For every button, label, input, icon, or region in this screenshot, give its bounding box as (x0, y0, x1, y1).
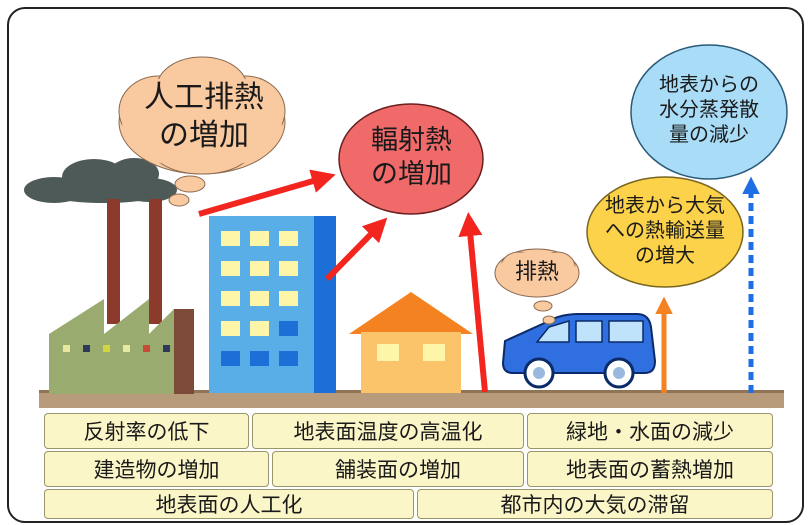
label-green-water-decrease: 緑地・水面の減少 (527, 413, 773, 449)
heat-transport-text: 地表から大気 への熱輸送量 の増大 (605, 193, 725, 267)
scene-illustration (24, 44, 788, 408)
car (501, 313, 657, 389)
smoke-cloud (24, 158, 177, 203)
heat-transport-ellipse (586, 176, 744, 288)
ground-strip (39, 390, 784, 408)
label-air-stagnation: 都市内の大気の滞留 (417, 489, 773, 519)
radiant-arrow-building-side (324, 217, 388, 282)
office-building (209, 216, 336, 393)
evaporation-text: 地表からの 水分蒸発散 量の減少 (659, 72, 759, 146)
exhaust-text: 排熱 (514, 260, 559, 285)
artificial-heat-text: 人工排熱 の増加 (144, 80, 264, 153)
label-reflectance-decrease: 反射率の低下 (44, 413, 249, 449)
radiant-heat-ellipse (338, 103, 484, 215)
evaporation-ellipse (630, 44, 788, 180)
radiant-heat-text: 輻射熱 の増加 (371, 125, 452, 190)
label-surface-temp-rise: 地表面温度の高温化 (252, 413, 524, 449)
house (349, 292, 473, 393)
label-pavement-increase: 舗装面の増加 (272, 451, 524, 487)
radiant-arrow-ground (458, 212, 488, 393)
label-building-increase: 建造物の増加 (44, 451, 269, 487)
diagram-frame: 人工排熱 の増加 輻射熱 の増加 排熱 地表から大気 への熱輸送量 の増大 地表… (7, 7, 804, 523)
factory (49, 199, 194, 394)
label-heat-storage-increase: 地表面の蓄熱増加 (527, 451, 773, 487)
radiant-arrow-building (198, 169, 336, 217)
label-surface-artificialization: 地表面の人工化 (44, 489, 414, 519)
